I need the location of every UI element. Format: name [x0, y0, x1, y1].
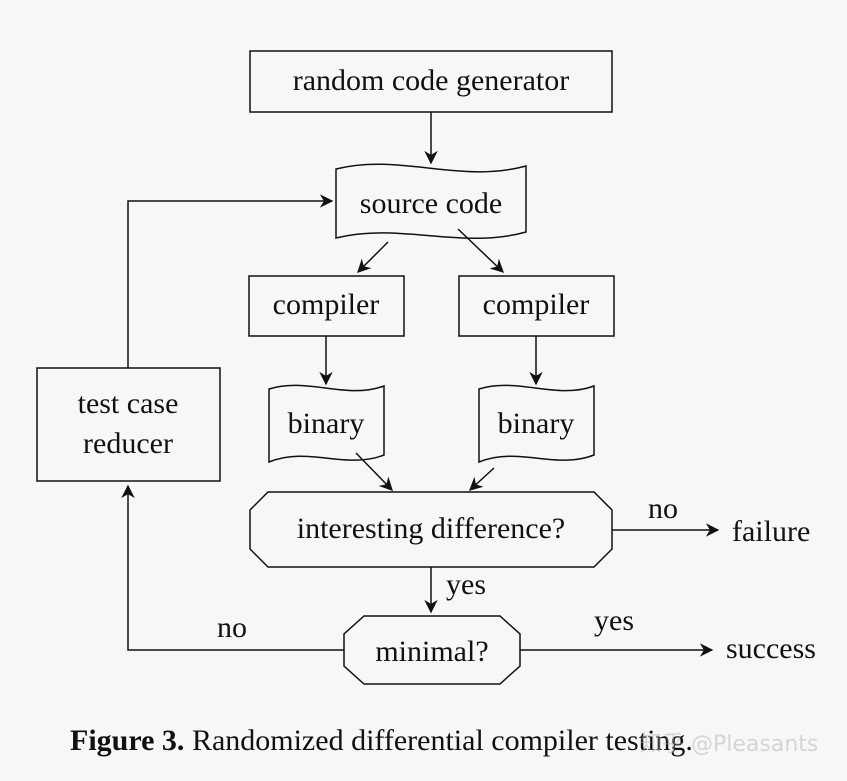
binary-left-label: binary [288, 407, 365, 440]
binary-right-node: binary [478, 384, 595, 464]
edge-source-compiler-left [357, 241, 389, 273]
edge-reducer-source [127, 194, 334, 368]
failure-label: failure [732, 515, 810, 548]
binary-left-node: binary [268, 384, 385, 464]
watermark: 知乎 @Pleasants [640, 732, 819, 757]
compiler-left-node: compiler [248, 275, 405, 337]
edge-label-diff-yes: yes [446, 568, 486, 601]
compiler-right-label: compiler [483, 288, 590, 321]
generator-label: random code generator [293, 64, 570, 97]
edge-source-compiler-right [457, 228, 504, 273]
edges [121, 112, 720, 657]
edge-label-diff-no: no [648, 492, 678, 525]
minimal-label: minimal? [375, 635, 488, 668]
edge-label-minimal-yes: yes [594, 604, 634, 637]
difference-node: interesting difference? [249, 491, 613, 568]
difference-label: interesting difference? [297, 512, 565, 545]
edge-minimal-reducer [121, 484, 344, 651]
figure-caption-label: Figure 3. [70, 724, 185, 757]
reducer-node: test case reducer [36, 367, 221, 482]
edge-binary-right-difference [469, 467, 495, 491]
minimal-node: minimal? [343, 615, 521, 685]
generator-node: random code generator [249, 50, 613, 113]
figure-caption-text: Randomized differential compiler testing… [184, 724, 693, 757]
reducer-label-line1: test case [78, 387, 179, 420]
success-label: success [726, 632, 816, 665]
reducer-label-line2: reducer [83, 427, 173, 460]
compiler-right-node: compiler [458, 275, 615, 337]
figure-caption: Figure 3. Randomized differential compil… [70, 724, 830, 758]
edge-binary-left-difference [355, 452, 393, 491]
source-label: source code [360, 187, 502, 220]
compiler-left-label: compiler [273, 288, 380, 321]
source-node: source code [335, 163, 527, 240]
binary-right-label: binary [498, 407, 575, 440]
edge-label-minimal-no: no [217, 611, 247, 644]
